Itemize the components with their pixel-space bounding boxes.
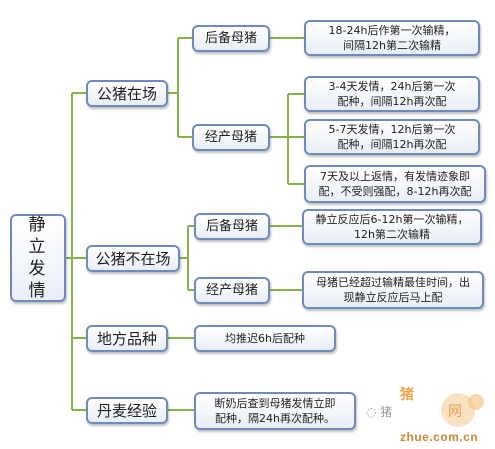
sub-sow-boar-present: 经产母猪 (192, 124, 270, 151)
watermark-wechat-text: 猪 (380, 405, 393, 419)
branch-label: 丹麦经验 (96, 401, 157, 420)
root-label: 静 立 发 情 (28, 215, 48, 301)
leaf-text: 5-7天发情，12h后第一次 配种，间隔12h再次配 (328, 123, 456, 151)
sub-label: 后备母猪 (205, 218, 258, 234)
connector-branch2-subs (180, 225, 194, 291)
branch-local-breed: 地方品种 (86, 325, 168, 352)
sub-gilt-boar-present: 后备母猪 (192, 25, 270, 52)
leaf-gilt-boar-present: 18-24h后作第一次输精， 间隔12h第二次输精 (304, 20, 480, 56)
connector-root-branches (66, 92, 86, 411)
leaf-text: 18-24h后作第一次输精， 间隔12h第二次输精 (328, 24, 456, 52)
branch-danish-experience: 丹麦经验 (86, 397, 168, 424)
sub-gilt-boar-absent: 后备母猪 (194, 213, 270, 240)
leaf-text: 均推迟6h后配种 (225, 332, 305, 345)
sub-sow-boar-absent: 经产母猪 (194, 277, 270, 304)
root-node: 静 立 发 情 (10, 214, 66, 302)
leaf-sow-3-4-days: 3-4天发情，24h后第一次 配种，间隔12h再次配 (304, 76, 480, 112)
branch-label: 地方品种 (96, 329, 157, 348)
branch-label: 公猪不在场 (95, 249, 171, 268)
watermark-wechat: ◌ 猪 (366, 405, 393, 419)
leaf-sow-boar-absent: 母猪已经超过输精最佳时间，出 现静立反应后马上配 (302, 271, 484, 309)
watermark-site: zhue.com.cn (400, 430, 479, 444)
sub-label: 经产母猪 (205, 282, 258, 298)
leaf-gilt-boar-absent: 静立反应后6-12h第一次输精， 12h第二次输精 (302, 209, 482, 245)
watermark-logo-icon: 网 (441, 393, 484, 427)
sub-label: 经产母猪 (204, 129, 257, 145)
leaf-danish-experience: 断奶后查到母猪发情立即 配种，隔24h再次配种。 (194, 392, 356, 430)
branch-boar-present: 公猪在场 (86, 80, 168, 107)
leaf-text: 静立反应后6-12h第一次输精， 12h第二次输精 (315, 213, 469, 241)
leaf-local-breed: 均推迟6h后配种 (194, 325, 336, 352)
svg-text:网: 网 (448, 404, 462, 420)
leaf-text: 母猪已经超过输精最佳时间，出 现静立反应后马上配 (316, 276, 470, 304)
sub-label: 后备母猪 (204, 30, 257, 46)
branch-label: 公猪在场 (96, 84, 157, 103)
leaf-text: 断奶后查到母猪发情立即 配种，隔24h再次配种。 (214, 397, 336, 425)
watermark-pig-text: 猪 (400, 387, 414, 403)
leaf-sow-7-plus-days: 7天及以上返情，有发情迹象即 配，不受则强配，8-12h再次配 (304, 165, 486, 203)
leaf-text: 3-4天发情，24h后第一次 配种，间隔12h再次配 (328, 80, 456, 108)
connector-branch1-subs (168, 37, 192, 138)
leaf-text: 7天及以上返情，有发情迹象即 配，不受则强配，8-12h再次配 (318, 170, 472, 198)
branch-boar-absent: 公猪不在场 (86, 245, 180, 272)
leaf-sow-5-7-days: 5-7天发情，12h后第一次 配种，间隔12h再次配 (304, 119, 480, 155)
connector-branch1-sub2-leaves (270, 93, 304, 185)
